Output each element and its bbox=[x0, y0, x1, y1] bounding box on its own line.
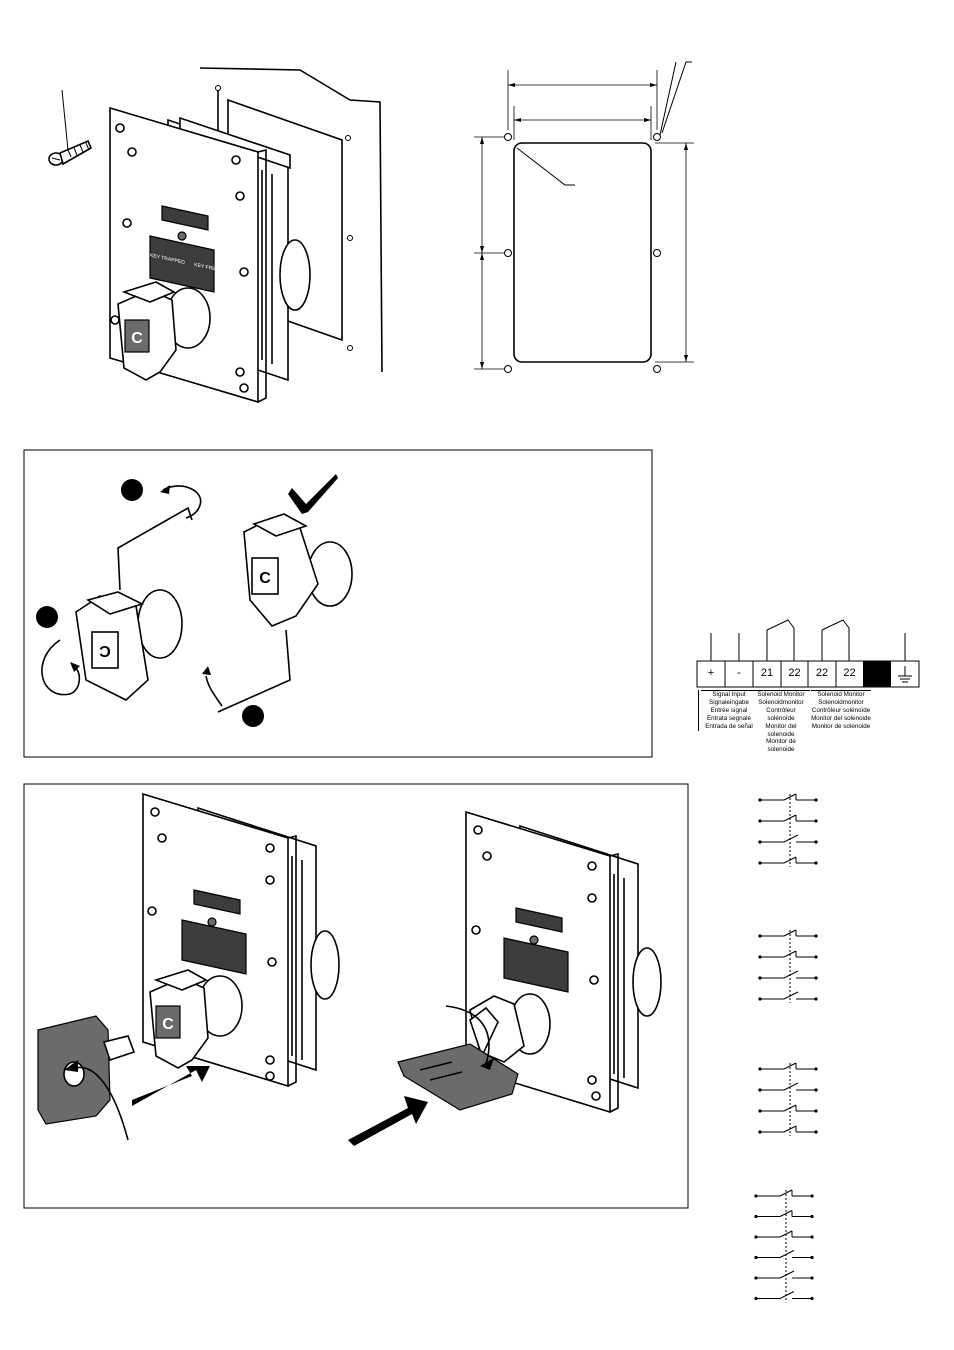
terminal-plus: + bbox=[707, 667, 715, 679]
contact-row bbox=[758, 1082, 818, 1092]
signal-input-caption: Signal Input Signaleingabe Entrée signal… bbox=[698, 690, 757, 731]
loosen-arrow bbox=[162, 485, 202, 519]
step-1-marker bbox=[121, 479, 143, 501]
key-insertion-views: C bbox=[37, 792, 662, 1146]
wall-hole bbox=[347, 345, 353, 351]
contact-row bbox=[758, 793, 818, 802]
plate-screw-hole bbox=[235, 367, 245, 377]
screw-leader bbox=[61, 89, 69, 151]
mounting-screw bbox=[48, 139, 93, 166]
rotate-arrow bbox=[41, 639, 81, 696]
contact-row bbox=[758, 991, 818, 1001]
plate-screw-hole bbox=[110, 315, 120, 325]
plate-screw-hole bbox=[235, 191, 245, 201]
terminal-blank bbox=[863, 661, 891, 687]
lock-face bbox=[124, 319, 150, 353]
terminal-22a: 22 bbox=[788, 667, 801, 679]
mount-hole bbox=[653, 365, 661, 373]
mount-hole bbox=[653, 249, 661, 257]
contact-row bbox=[758, 834, 818, 844]
contact-schematics bbox=[754, 793, 818, 1303]
cutout-dimension-drawing bbox=[474, 61, 694, 373]
rotating-lock-flange bbox=[137, 589, 183, 659]
face-orientation-steps: C C bbox=[36, 474, 353, 727]
terminal-block bbox=[696, 619, 920, 688]
inserted-key bbox=[397, 1043, 519, 1111]
push-in-arrow bbox=[348, 1096, 428, 1146]
terminal-21: 21 bbox=[760, 667, 774, 679]
terminal-22c: 22 bbox=[843, 667, 856, 679]
frame-rods bbox=[261, 170, 273, 364]
step-2-marker bbox=[36, 606, 58, 628]
contact-row bbox=[758, 856, 818, 865]
contact-row bbox=[758, 1062, 818, 1071]
mount-hole bbox=[653, 133, 661, 141]
contact-row bbox=[754, 1210, 814, 1219]
plate-screw-hole bbox=[239, 383, 249, 393]
exploded-mounting-view: C bbox=[48, 67, 383, 404]
correct-check-mark bbox=[288, 474, 338, 514]
rotating-lock-face bbox=[91, 631, 119, 669]
enclosure-wall-edge bbox=[199, 67, 383, 373]
contact-group-4 bbox=[754, 1189, 814, 1303]
terminal-minus: - bbox=[737, 667, 741, 679]
step-3-marker bbox=[242, 705, 264, 727]
solenoid-body bbox=[279, 239, 311, 311]
pull-out-arrow bbox=[132, 1066, 210, 1106]
key-insertion-panel-frame bbox=[23, 783, 689, 1209]
wall-hole bbox=[215, 85, 221, 91]
mount-hole bbox=[504, 365, 512, 373]
key-insert-arrow bbox=[445, 1005, 490, 1065]
plate-screw-hole bbox=[239, 267, 249, 277]
lock-top bbox=[121, 281, 176, 303]
hex-key-tighten bbox=[217, 629, 291, 713]
plate-screw-hole bbox=[122, 218, 132, 228]
contact-row bbox=[758, 814, 818, 823]
contact-row bbox=[758, 1104, 818, 1113]
correct-lock-top bbox=[252, 513, 308, 537]
front-plate-edge bbox=[257, 148, 267, 403]
wall-hole bbox=[345, 135, 351, 141]
contact-row bbox=[758, 970, 818, 980]
hole-leader bbox=[661, 61, 692, 134]
contact-row bbox=[754, 1189, 814, 1198]
mount-hole bbox=[504, 133, 512, 141]
cutout-outline bbox=[513, 142, 652, 363]
rear-frame-top bbox=[179, 116, 291, 170]
radius-leader bbox=[516, 147, 575, 186]
plate-screw-hole bbox=[115, 123, 125, 133]
earth-terminal-icon bbox=[898, 666, 912, 683]
lock-face-letter: C bbox=[131, 330, 143, 347]
contact-row bbox=[758, 950, 818, 959]
correct-lock-face bbox=[251, 557, 279, 595]
plate-screw-hole bbox=[127, 147, 137, 157]
left-unit-face-letter: C bbox=[162, 1016, 174, 1033]
rotated-face-letter: C bbox=[99, 642, 111, 659]
terminal-22b: 22 bbox=[815, 667, 829, 679]
indicator-lamp bbox=[177, 231, 187, 241]
wall-hole bbox=[347, 235, 353, 241]
key-status-plate bbox=[149, 235, 215, 293]
contact-row bbox=[758, 1125, 818, 1134]
contact-group-1 bbox=[758, 793, 818, 867]
correct-face-letter: C bbox=[259, 570, 271, 587]
orientation-panel-frame bbox=[23, 449, 653, 758]
hex-key-loosen bbox=[117, 506, 193, 591]
contact-group-3 bbox=[758, 1062, 818, 1136]
solenoid-monitor-caption-1: Solenoid Monitor Solenoidmonitor Contrôl… bbox=[752, 690, 810, 754]
mount-hole bbox=[504, 249, 512, 257]
contact-row bbox=[758, 929, 818, 938]
solenoid-monitor-caption-2: Solenoid Monitor Solenoidmonitor Contrôl… bbox=[811, 690, 871, 730]
contact-group-2 bbox=[758, 929, 818, 1003]
rotating-lock-top bbox=[86, 591, 145, 615]
plate-screw-hole bbox=[231, 155, 241, 165]
contact-row bbox=[754, 1270, 814, 1280]
signal-label-plate bbox=[161, 205, 209, 231]
contact-row bbox=[754, 1230, 814, 1239]
tighten-arrow bbox=[205, 675, 223, 707]
contact-row bbox=[754, 1250, 814, 1260]
contact-row bbox=[754, 1291, 814, 1301]
